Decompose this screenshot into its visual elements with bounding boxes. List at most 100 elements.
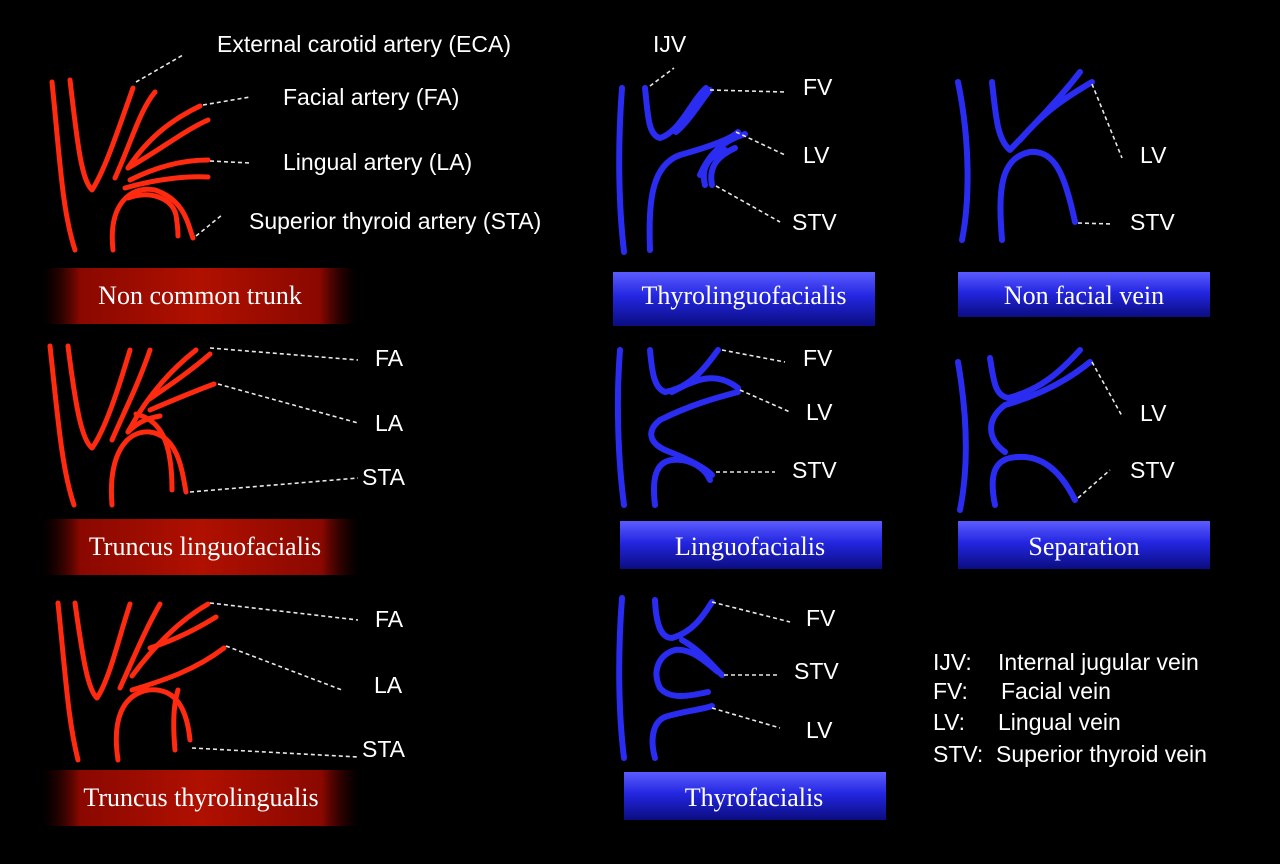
caption-separation: Separation bbox=[1028, 532, 1139, 561]
caption-truncus-linguofacialis: Truncus linguofacialis bbox=[89, 532, 321, 561]
legend-abbr: STV: bbox=[933, 741, 983, 767]
caption-bar bbox=[42, 770, 360, 826]
sta-label: STA bbox=[362, 464, 406, 490]
fa-branch-3 bbox=[147, 614, 219, 651]
eca-inner-wall bbox=[67, 77, 136, 193]
eca-outer-wall bbox=[47, 343, 77, 508]
fa-branch bbox=[112, 89, 158, 181]
fv-upper bbox=[642, 85, 709, 141]
sta-leader bbox=[195, 214, 223, 237]
trunk bbox=[113, 687, 193, 763]
caption-truncus-thyrolingualis: Truncus thyrolingualis bbox=[83, 783, 318, 812]
sta-loop-inner bbox=[125, 192, 181, 239]
trunk-upper bbox=[109, 347, 153, 443]
fa-branch-2 bbox=[125, 103, 203, 171]
trunk bbox=[646, 129, 741, 253]
lv-branch bbox=[1002, 359, 1093, 408]
fv-leader bbox=[711, 601, 791, 623]
lv-label: LV bbox=[806, 717, 833, 743]
sta-label: STA bbox=[362, 736, 406, 762]
fa-branch-2 bbox=[129, 601, 211, 679]
lv-branch bbox=[649, 703, 715, 761]
stv-branch bbox=[651, 456, 713, 508]
caption-bar bbox=[42, 268, 358, 324]
ijv-vessel bbox=[616, 595, 627, 761]
legend-abbr: FV: bbox=[933, 678, 968, 704]
legend-text: Lingual vein bbox=[998, 709, 1121, 735]
caption-bar bbox=[958, 521, 1210, 569]
fa-branch bbox=[125, 347, 199, 435]
stv-label: STV bbox=[1130, 209, 1175, 235]
la-branch bbox=[129, 645, 227, 693]
vein-panel-thyrofacialis: FV STV LV Thyrofacialis bbox=[616, 595, 886, 820]
fv-upper bbox=[652, 597, 715, 641]
fa-label: FA bbox=[375, 606, 404, 632]
stv-branch bbox=[700, 147, 728, 188]
lv-branch bbox=[657, 389, 741, 423]
stv-label: STV bbox=[792, 209, 837, 235]
la-branch bbox=[125, 117, 211, 171]
stv-branch bbox=[997, 148, 1078, 243]
stv-loop bbox=[653, 646, 721, 699]
lv-label: LV bbox=[803, 142, 830, 168]
lv-leader bbox=[739, 389, 791, 413]
vessel-inner bbox=[987, 347, 1083, 401]
eca-inner-wall bbox=[72, 600, 133, 701]
la-label: Lingual artery (LA) bbox=[283, 149, 472, 175]
fv-label: FV bbox=[806, 605, 836, 631]
lv-label: LV bbox=[806, 399, 833, 425]
la-label: LA bbox=[374, 672, 403, 698]
stv-label: STV bbox=[1130, 457, 1175, 483]
fa-leader bbox=[209, 602, 359, 621]
legend-text: Internal jugular vein bbox=[998, 649, 1199, 675]
lv-leader bbox=[735, 131, 786, 156]
eca-outer-wall bbox=[49, 79, 78, 253]
caption-bar bbox=[624, 772, 886, 820]
fv-upper bbox=[647, 347, 721, 395]
vein-panel-non-facial-vein: LV STV Non facial vein bbox=[955, 69, 1210, 317]
legend-abbr: LV: bbox=[933, 709, 965, 735]
ijv-label: IJV bbox=[653, 31, 687, 57]
artery-panel-truncus-linguofacialis: FA LA STA Truncus linguofacialis bbox=[42, 343, 406, 575]
la-branch-2 bbox=[127, 157, 211, 183]
sta-loop bbox=[108, 429, 189, 508]
caption-thyrofacialis: Thyrofacialis bbox=[685, 783, 824, 812]
lv-leader bbox=[1091, 83, 1123, 159]
vein-panel-thyrolinguofacialis: IJV FV LV STV Thyrolinguofacialis bbox=[613, 31, 875, 326]
eca-leader bbox=[135, 54, 184, 83]
caption-bar bbox=[958, 272, 1210, 317]
caption-non-common-trunk: Non common trunk bbox=[98, 281, 302, 310]
stv-branch bbox=[989, 453, 1078, 508]
caption-non-facial-vein: Non facial vein bbox=[1004, 281, 1164, 310]
la-leader bbox=[209, 160, 251, 164]
sta-loop bbox=[109, 186, 196, 253]
ijv-vessel bbox=[955, 359, 969, 513]
stv-label: STV bbox=[794, 658, 839, 684]
artery-panel-truncus-thyrolingualis: FA LA STA Truncus thyrolingualis bbox=[42, 600, 406, 826]
eca-label: External carotid artery (ECA) bbox=[217, 31, 511, 57]
eca-inner-wall bbox=[65, 343, 133, 451]
stv-leader bbox=[715, 185, 781, 223]
la-branch bbox=[147, 381, 217, 413]
legend-text: Facial vein bbox=[1001, 678, 1111, 704]
lv-leader bbox=[1091, 361, 1123, 417]
lv-label: LV bbox=[1140, 142, 1167, 168]
fv-leader bbox=[709, 89, 786, 93]
sta-leader bbox=[189, 477, 359, 493]
fv-label: FV bbox=[803, 74, 833, 100]
ijv-vessel bbox=[616, 85, 627, 255]
vein-panel-separation: LV STV Separation bbox=[955, 347, 1210, 569]
stv-leader bbox=[1077, 469, 1111, 499]
sta-leader bbox=[191, 747, 359, 758]
trunk-lower bbox=[125, 413, 163, 435]
artery-panel-non-common-trunk: External carotid artery (ECA) Facial art… bbox=[42, 31, 541, 324]
fa-branch-2 bbox=[145, 351, 213, 403]
sta-branch bbox=[122, 174, 211, 191]
fa-leader bbox=[209, 347, 359, 361]
ijv-leader bbox=[649, 67, 675, 87]
caption-bar bbox=[620, 521, 882, 569]
vessel-inner bbox=[989, 69, 1083, 153]
legend-abbr: IJV: bbox=[933, 649, 972, 675]
stv-label: STV bbox=[792, 457, 837, 483]
fa-label: FA bbox=[375, 345, 404, 371]
